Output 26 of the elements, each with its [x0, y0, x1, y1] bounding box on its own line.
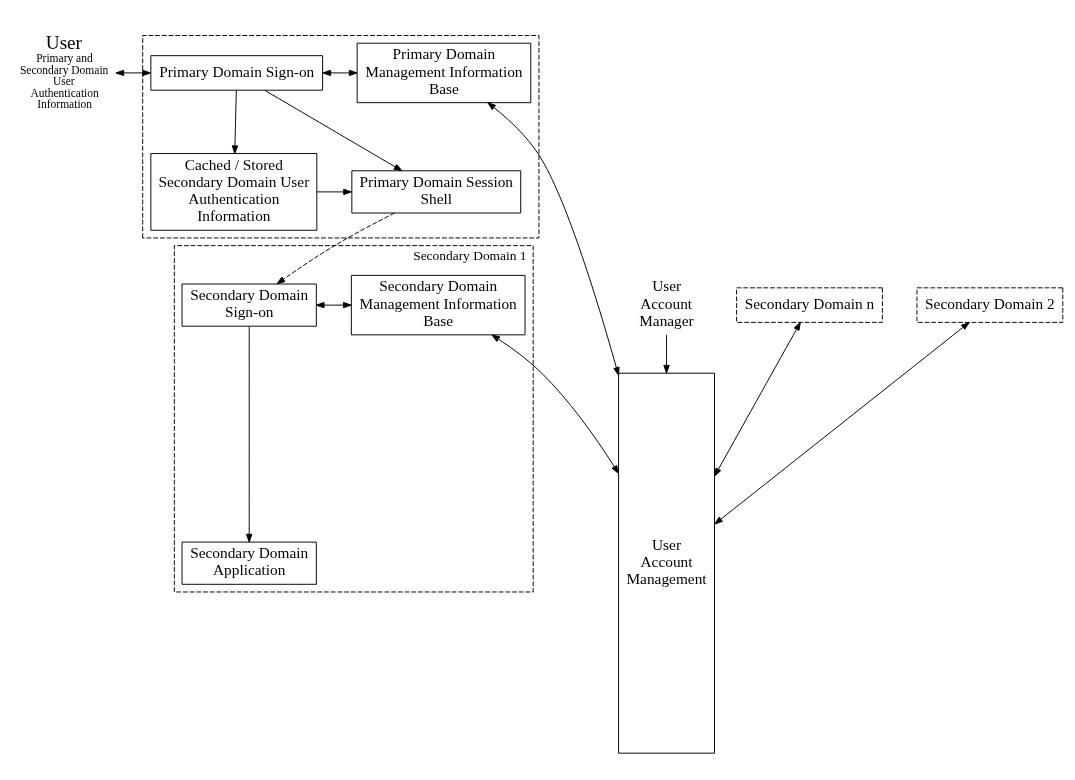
node-box: Secondary Domain Application [181, 541, 317, 585]
arrow [487, 101, 620, 376]
node-box: Cached / Stored Secondary Domain User Authentication Information [150, 152, 318, 231]
arrow [115, 69, 151, 76]
arrow [491, 334, 619, 474]
arrow [315, 301, 352, 308]
node-box: Primary Domain Sign-on [150, 54, 324, 91]
arrow [264, 89, 403, 171]
node-box: Primary Domain Management Information Base [356, 42, 532, 103]
arrow [231, 89, 239, 154]
arrow [276, 212, 396, 284]
node-box: Secondary Domain n [736, 286, 883, 323]
arrow [246, 325, 253, 542]
node-box: Secondary Domain 2 [916, 286, 1064, 323]
node-box: Secondary Domain Sign-on [181, 283, 317, 327]
node-label: Primary and Secondary Domain User Authentication Information [19, 51, 109, 110]
node-text: User Account Manager [639, 276, 694, 329]
arrow [714, 321, 970, 524]
node-box: Primary Domain Session Shell [351, 169, 522, 213]
arrow [663, 333, 670, 373]
node-text: User [45, 31, 82, 53]
arrow [714, 321, 801, 477]
arrow [316, 188, 352, 195]
node-box: User Account Management [618, 372, 715, 754]
arrow [322, 69, 358, 76]
node-box: Secondary Domain Management Information Base [350, 274, 526, 335]
